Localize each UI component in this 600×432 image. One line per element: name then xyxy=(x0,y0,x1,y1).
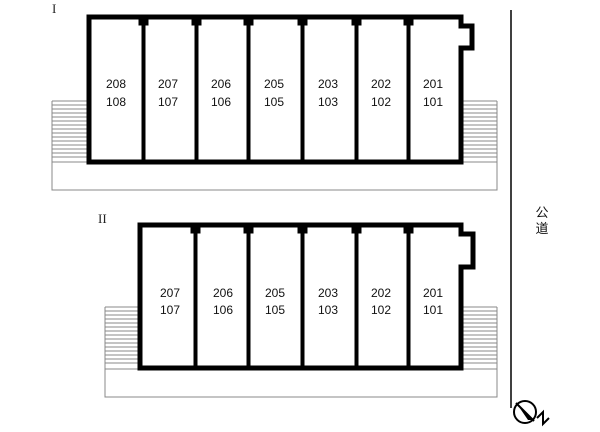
unit-upper-number: 208 xyxy=(106,77,126,91)
unit-lower-number: 105 xyxy=(264,95,284,109)
unit-207-107: 207 107 xyxy=(160,286,180,317)
building-outline-i xyxy=(86,14,475,165)
road-label-char-2: 道 xyxy=(535,222,548,237)
unit-upper-number: 207 xyxy=(160,286,180,300)
unit-lower-number: 106 xyxy=(213,303,233,317)
unit-lower-number: 101 xyxy=(423,303,443,317)
walkway-i xyxy=(51,161,498,191)
unit-lower-number: 107 xyxy=(160,303,180,317)
stairs-left-i xyxy=(51,100,88,162)
block-i-label: I xyxy=(52,1,56,16)
block-ii-label: II xyxy=(98,211,107,226)
unit-lower-number: 106 xyxy=(211,95,231,109)
unit-206-106: 206 106 xyxy=(211,77,231,109)
building-outline-ii xyxy=(137,222,476,371)
unit-205-105: 205 105 xyxy=(265,286,285,317)
road-label-char-1: 公 xyxy=(535,206,548,221)
public-road: 公 道 xyxy=(510,10,549,408)
unit-201-101: 201 101 xyxy=(423,77,443,109)
unit-lower-number: 102 xyxy=(371,95,391,109)
unit-upper-number: 205 xyxy=(264,77,284,91)
unit-upper-number: 201 xyxy=(423,77,443,91)
north-arrow-icon xyxy=(513,400,550,427)
unit-upper-number: 206 xyxy=(213,286,233,300)
unit-lower-number: 105 xyxy=(265,303,285,317)
unit-upper-number: 202 xyxy=(371,286,391,300)
stairs-left-ii xyxy=(104,306,140,369)
unit-upper-number: 206 xyxy=(211,77,231,91)
unit-lower-number: 107 xyxy=(158,95,178,109)
unit-208-108: 208 108 xyxy=(106,77,126,109)
building-block-i: I xyxy=(51,1,498,191)
unit-upper-number: 202 xyxy=(371,77,391,91)
unit-lower-number: 101 xyxy=(423,95,443,109)
unit-upper-number: 207 xyxy=(158,77,178,91)
unit-lower-number: 102 xyxy=(371,303,391,317)
unit-202-102: 202 102 xyxy=(371,77,391,109)
walkway-ii xyxy=(104,368,498,398)
unit-upper-number: 203 xyxy=(318,286,338,300)
unit-203-103: 203 103 xyxy=(318,77,338,109)
unit-upper-number: 201 xyxy=(423,286,443,300)
building-block-ii: II xyxy=(98,211,498,398)
unit-202-102: 202 102 xyxy=(371,286,391,317)
unit-upper-number: 205 xyxy=(265,286,285,300)
unit-partitions-ii xyxy=(193,229,411,366)
unit-203-103: 203 103 xyxy=(318,286,338,317)
unit-206-106: 206 106 xyxy=(213,286,233,317)
unit-upper-number: 203 xyxy=(318,77,338,91)
unit-partitions-i xyxy=(141,21,411,160)
unit-205-105: 205 105 xyxy=(264,77,284,109)
unit-207-107: 207 107 xyxy=(158,77,178,109)
unit-201-101: 201 101 xyxy=(423,286,443,317)
unit-lower-number: 103 xyxy=(318,303,338,317)
stairs-right-i xyxy=(463,100,498,162)
unit-lower-number: 103 xyxy=(318,95,338,109)
stairs-right-ii xyxy=(463,306,498,369)
unit-lower-number: 108 xyxy=(106,95,126,109)
